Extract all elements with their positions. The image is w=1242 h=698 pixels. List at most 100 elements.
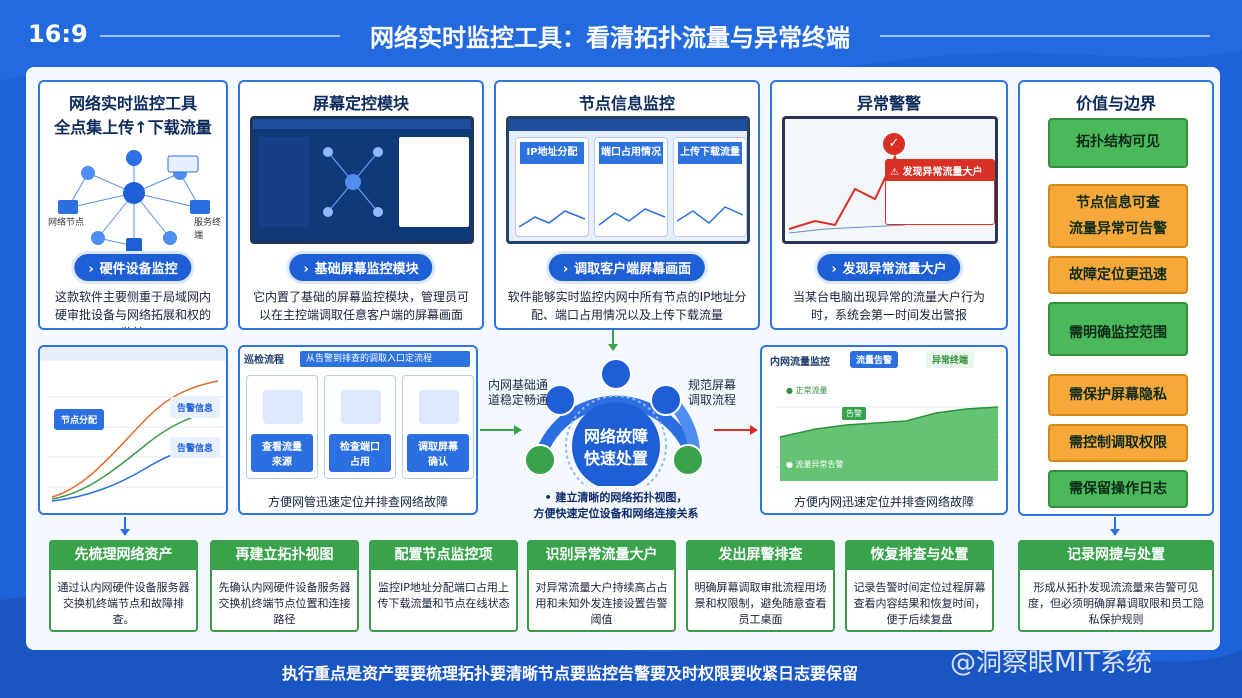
center-label-left: 内网基础通道稳定畅通 [488, 378, 549, 407]
step-title: 记录网捷与处置 [1018, 540, 1214, 570]
alert-popup[interactable]: ⚠ 发现异常流量大户 [885, 159, 995, 225]
flow-header-text: 从告警到排查的调取入口定流程 [306, 354, 433, 364]
boundary-scope: 需明确监控范围 [1048, 302, 1188, 356]
step-4: 识别异常流量大户对异常流量大户持续高占占用和未知外发连接设置告警阈值 [527, 540, 676, 632]
dot-icon: ● [786, 460, 796, 469]
step-desc: 对异常流量大户持续高占占用和未知外发连接设置告警阈值 [535, 581, 668, 626]
traffic-panel: 上传下载流量 [673, 137, 747, 237]
fingerprint-icon [419, 390, 459, 424]
card-title: 屏幕定控模块 [312, 94, 409, 113]
boundary-permission: 需控制调取权限 [1048, 424, 1188, 462]
flow-btn-port[interactable]: 检查端口占用 [329, 434, 391, 472]
value-node-info: 节点信息可查流量异常可告警 [1048, 184, 1188, 248]
node-info-screen: IP地址分配 端口占用情况 上传下载流量 [506, 116, 750, 244]
chevron-right-icon: › [303, 262, 309, 277]
step-title: 恢复排查与处置 [845, 540, 994, 570]
page-title: 网络实时监控工具：看清拓扑流量与异常终端 [370, 24, 850, 52]
monitor-screen [250, 116, 474, 244]
traffic-chip-1[interactable]: 流量告警 [850, 351, 899, 368]
node-right-label: 服务终端 [194, 218, 222, 241]
legend-alert: ● 流量异常告警 [786, 460, 844, 469]
step-title: 再建立拓扑视图 [210, 540, 359, 570]
alert-pill[interactable]: › 发现异常流量大户 [817, 254, 961, 281]
step-1: 先梳理网络资产通过认内网硬件设备服务器交换机终端节点和故障排查。 [49, 540, 198, 632]
center-title: 网络故障 快速处置 [566, 426, 666, 470]
step-desc: 形成从拓扑发现流流量来告警可见度，但必须明确屏幕调取限和员工隐私保护规则 [1028, 581, 1204, 626]
alert-tag-1: 告警信息 [170, 397, 221, 418]
step-title: 配置节点监控项 [369, 540, 518, 570]
chevron-right-icon: › [562, 262, 569, 277]
flow-btn-screen[interactable]: 调取屏幕确认 [407, 434, 469, 472]
card-alert: 异常警警 ⚠ 发现异常流量大户 ✓ ›发现异常流量大户 当某台电脑出现异常的流量… [770, 80, 1008, 330]
pill-label: 发现异常流量大户 [842, 262, 947, 277]
boundary-log: 需保留操作日志 [1048, 470, 1188, 508]
flow-btn-traffic[interactable]: 查看流量来源 [251, 434, 313, 472]
flow-caption: 方便网管迅速定位并排查网络故障 [267, 495, 448, 509]
card-desc: 这款软件主要侧重于局域网内硬审批设备与网络拓展和权的监控 [54, 290, 211, 328]
traffic-chip-2[interactable]: 异常终端 [926, 351, 975, 368]
step-title: 先梳理网络资产 [49, 540, 198, 570]
card-desc: 软件能够实时监控内网中所有节点的IP地址分配、端口占用情况以及上传下载流量 [507, 290, 747, 322]
arrow-down-center [608, 330, 618, 351]
arrow-down-left [120, 517, 130, 536]
arrow-right-green [480, 425, 522, 435]
alert-chart [788, 154, 916, 234]
step-2: 再建立拓扑视图先确认内网硬件设备服务器交换机终端节点位置和连接路径 [210, 540, 359, 632]
step-5: 发出屏警排查明确屏幕调取审批流程用场景和权限制，避免随意查看员工桌面 [686, 540, 835, 632]
header-line-right [880, 35, 1210, 37]
flow-panel-2: 检查端口占用 [324, 375, 396, 479]
card-title: 价值与边界 [1075, 94, 1156, 113]
card-title: 节点信息监控 [578, 94, 675, 113]
card-title-line2: 全点集上传↑下载流量 [54, 118, 212, 137]
card-value-boundary: 价值与边界 拓扑结构可见 节点信息可查流量异常可告警 故障定位更迅速 需明确监控… [1018, 80, 1214, 516]
card-node-info: 节点信息监控 IP地址分配 端口占用情况 上传下载流量 › 调取客户端屏幕画面 软… [494, 80, 760, 330]
screen-info-panel [399, 137, 469, 227]
footer-summary: 执行重点是资产要要梳理拓扑要清晰节点要监控告警要及时权限要收紧日志要保留 [282, 664, 859, 683]
topology-diagram [58, 150, 210, 254]
screen-titlebar [509, 119, 747, 131]
check-alert-icon: ✓ [883, 133, 905, 155]
alert-tag-2: 告警信息 [170, 437, 221, 458]
header-line-left [100, 35, 340, 37]
step-title: 识别异常流量大户 [527, 540, 676, 570]
pill-label: 硬件设备监控 [99, 262, 178, 277]
card-desc: 它内置了基础的屏幕监控模块，管理员可以在主控端调取任意客户端的屏幕画面 [252, 290, 469, 322]
warning-icon: ⚠ [890, 167, 903, 178]
screen-sidebar [259, 137, 309, 227]
step-6: 恢复排查与处置记录告警时间定位过程屏幕查看内容结果和恢复时间，便于后续复盘 [845, 540, 994, 632]
chevron-right-icon: › [88, 262, 94, 277]
alert-screen: ⚠ 发现异常流量大户 ✓ [782, 116, 998, 244]
chevron-right-icon: › [831, 262, 837, 277]
step-7: 记录网捷与处置形成从拓扑发现流流量来告警可见度，但必须明确屏幕调取限和员工隐私保… [1018, 540, 1214, 632]
hardware-monitor-pill[interactable]: › 硬件设备监控 [74, 254, 192, 281]
legend-normal: ● 正常流量 [786, 386, 828, 395]
center-title-line2: 快速处置 [583, 449, 648, 468]
center-bullet: • 建立清晰的网络拓扑视图，方便快速定位设备和网络连接关系 [533, 491, 699, 520]
step-desc: 记录告警时间定位过程屏幕查看内容结果和恢复时间，便于后续复盘 [853, 581, 986, 626]
card-inspection-flow: 巡检流程 从告警到排查的调取入口定流程 查看流量来源 检查端口占用 调取屏幕确认… [238, 345, 478, 515]
card-traffic-chart: 内网流量监控 流量告警 异常终端 ● 正常流量 告警 ● 流量异常告警 方便内网… [760, 345, 1008, 515]
traffic-area-chart [776, 406, 1002, 481]
arrow-right-red [714, 425, 758, 435]
center-label-right: 规范屏幕调取流程 [688, 378, 737, 407]
node-tag: 节点分配 [54, 409, 105, 430]
alert-popup-title: ⚠ 发现异常流量大户 [886, 160, 994, 181]
flow-header-main: 从告警到排查的调取入口定流程 [300, 351, 470, 367]
traffic-chart-title: 内网流量监控 [770, 357, 830, 368]
traffic-panel-title: 上传下载流量 [678, 142, 742, 164]
pill-label: 基础屏幕监控模块 [314, 262, 419, 277]
ip-panel-title: IP地址分配 [520, 142, 584, 164]
traffic-caption: 方便内网迅速定位并排查网络故障 [793, 495, 974, 509]
flow-panel-1: 查看流量来源 [246, 375, 318, 479]
screen-monitor-pill[interactable]: › 基础屏幕监控模块 [289, 254, 433, 281]
retrieve-screen-pill[interactable]: › 调取客户端屏幕画面 [548, 254, 706, 281]
center-ring [524, 358, 704, 486]
shield-check-icon [341, 390, 381, 424]
pill-label: 调取客户端屏幕画面 [574, 262, 692, 277]
step-desc: 明确屏幕调取审批流程用场景和权限制，避免随意查看员工桌面 [694, 581, 827, 626]
boundary-privacy: 需保护屏幕隐私 [1048, 374, 1188, 416]
flow-header-left: 巡检流程 [244, 355, 284, 366]
value-topology-visible: 拓扑结构可见 [1048, 118, 1188, 168]
aspect-ratio-label: 16:9 [28, 20, 88, 48]
card-screen-module: 屏幕定控模块 › 基础屏幕监控模块 它内置了基础的屏幕监控模块，管理员可以在主控端… [238, 80, 484, 330]
